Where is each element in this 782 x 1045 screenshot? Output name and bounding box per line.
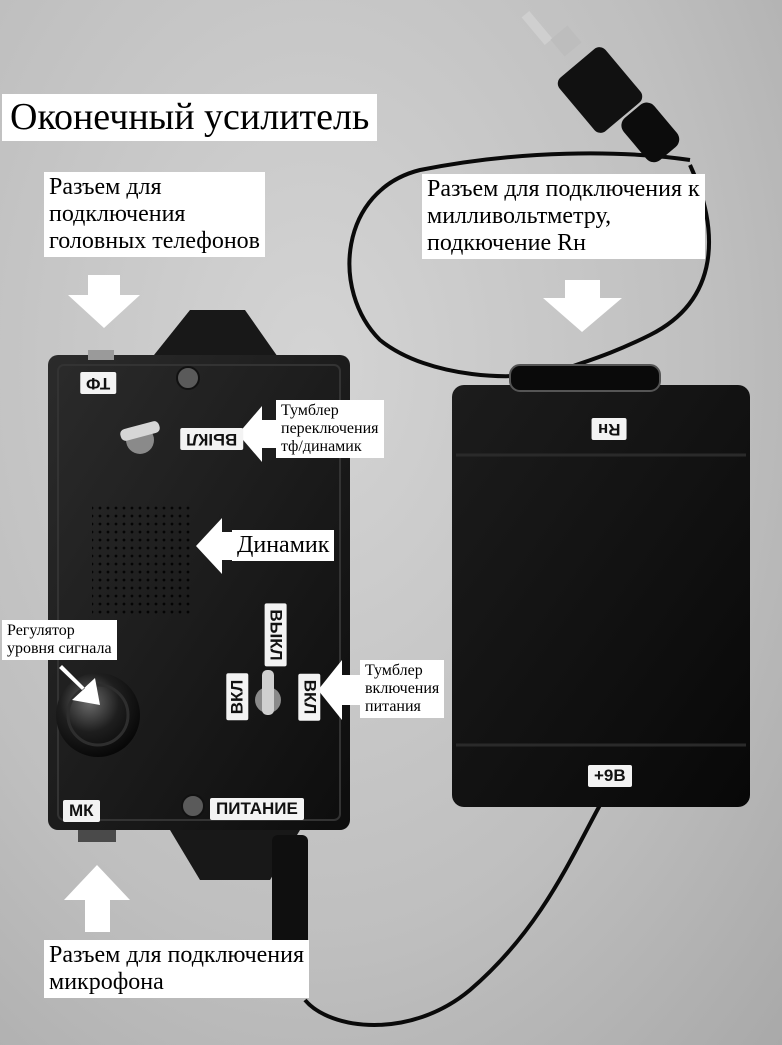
label-off-middle: ВЫКЛ [264, 603, 287, 667]
millivoltmeter-connector [509, 364, 661, 392]
speaker-grille [92, 505, 190, 615]
annotation-line: милливольтметру, [427, 202, 612, 229]
label-rn: Rн [592, 418, 627, 440]
label-tf: ТФ [80, 372, 117, 394]
annotation-switch-tf: Тумблер переключения тф/динамик [276, 400, 384, 458]
screw-bottom [181, 794, 205, 818]
annotation-speaker: Динамик [232, 530, 335, 561]
label-off-top: ВЫКЛ [180, 428, 244, 450]
arrow-level [59, 665, 100, 705]
annotation-line: Тумблер [365, 662, 423, 679]
arrow-microphone [64, 865, 130, 932]
annotation-line: Разъем для подключения к [427, 176, 700, 202]
annotation-headphones: Разъем для подключения головных телефоно… [44, 172, 265, 257]
headphone-jack [88, 350, 114, 360]
mounting-tab-top [150, 310, 280, 360]
arrow-speaker [196, 518, 240, 574]
arrows [59, 275, 622, 932]
screw-top [176, 366, 200, 390]
power-plug [272, 835, 308, 955]
label-mk: МК [63, 800, 100, 822]
arrow-power [318, 660, 362, 720]
annotation-millivoltmeter: Разъем для подключения к милливольтметру… [422, 174, 705, 259]
arrow-millivoltmeter [543, 280, 622, 332]
battery-box [452, 385, 750, 807]
annotation-line: уровня сигнала [7, 639, 112, 657]
annotation-power-switch: Тумблер включения питания [360, 660, 445, 718]
annotation-line: Тумблер [281, 402, 339, 419]
annotation-line: Разъем для подключения [49, 942, 305, 968]
annotation-microphone: Разъем для подключения микрофона [44, 940, 310, 998]
label-on-left: ВКЛ [226, 673, 249, 721]
page-title: Оконечный усилитель [2, 94, 378, 141]
annotation-line: Разъем для [49, 174, 162, 200]
arrow-switch-tf [238, 406, 285, 462]
mic-jack [78, 830, 116, 842]
label-plus9v: +9В [588, 765, 632, 787]
toggle-switch-tf-speaker [120, 421, 160, 454]
toggle-switch-power [255, 670, 281, 715]
annotation-line: тф/динамик [281, 437, 362, 455]
annotation-level: Регулятор уровня сигнала [2, 620, 117, 660]
annotation-line: Регулятор [7, 622, 75, 639]
cable [303, 151, 712, 1027]
annotation-line: головных телефонов [49, 227, 260, 254]
annotation-line: включения [365, 679, 440, 697]
annotation-line: подключения [49, 200, 186, 227]
arrow-headphones [68, 275, 140, 328]
annotation-line: переключения [281, 419, 379, 437]
annotation-line: подкючение Rн [427, 229, 586, 256]
label-power: ПИТАНИЕ [210, 798, 304, 820]
annotation-line: микрофона [49, 968, 164, 995]
mounting-tab-bottom [170, 830, 300, 880]
label-on-right: ВКЛ [298, 673, 321, 721]
audio-jack-plug [521, 10, 680, 163]
annotation-line: питания [365, 697, 421, 715]
